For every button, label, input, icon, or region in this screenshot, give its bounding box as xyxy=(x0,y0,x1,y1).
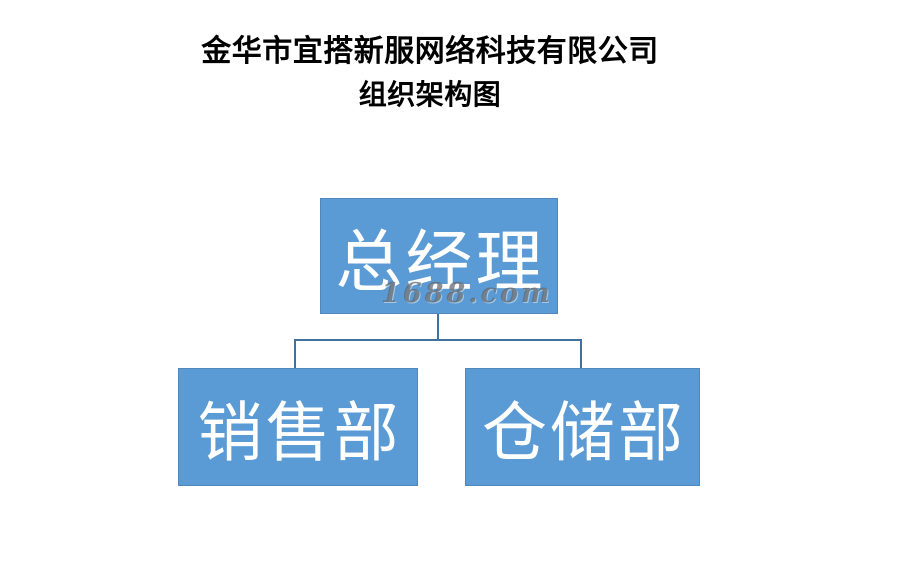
connector-top-vertical xyxy=(437,314,439,341)
node-warehouse-department-label: 仓储部 xyxy=(481,396,686,471)
connector-left-drop xyxy=(294,339,296,368)
chart-title-block: 金华市宜搭新服网络科技有限公司 组织架构图 xyxy=(0,30,860,115)
node-general-manager: 总经理 xyxy=(320,198,558,314)
node-sales-department: 销售部 xyxy=(178,368,418,486)
node-general-manager-label: 总经理 xyxy=(335,222,546,301)
node-warehouse-department: 仓储部 xyxy=(465,368,700,486)
connector-horizontal xyxy=(294,339,582,341)
company-name-title: 金华市宜搭新服网络科技有限公司 xyxy=(201,35,659,68)
org-chart-subtitle: 组织架构图 xyxy=(358,79,502,110)
connector-right-drop xyxy=(580,339,582,368)
node-sales-department-label: 销售部 xyxy=(197,396,402,471)
